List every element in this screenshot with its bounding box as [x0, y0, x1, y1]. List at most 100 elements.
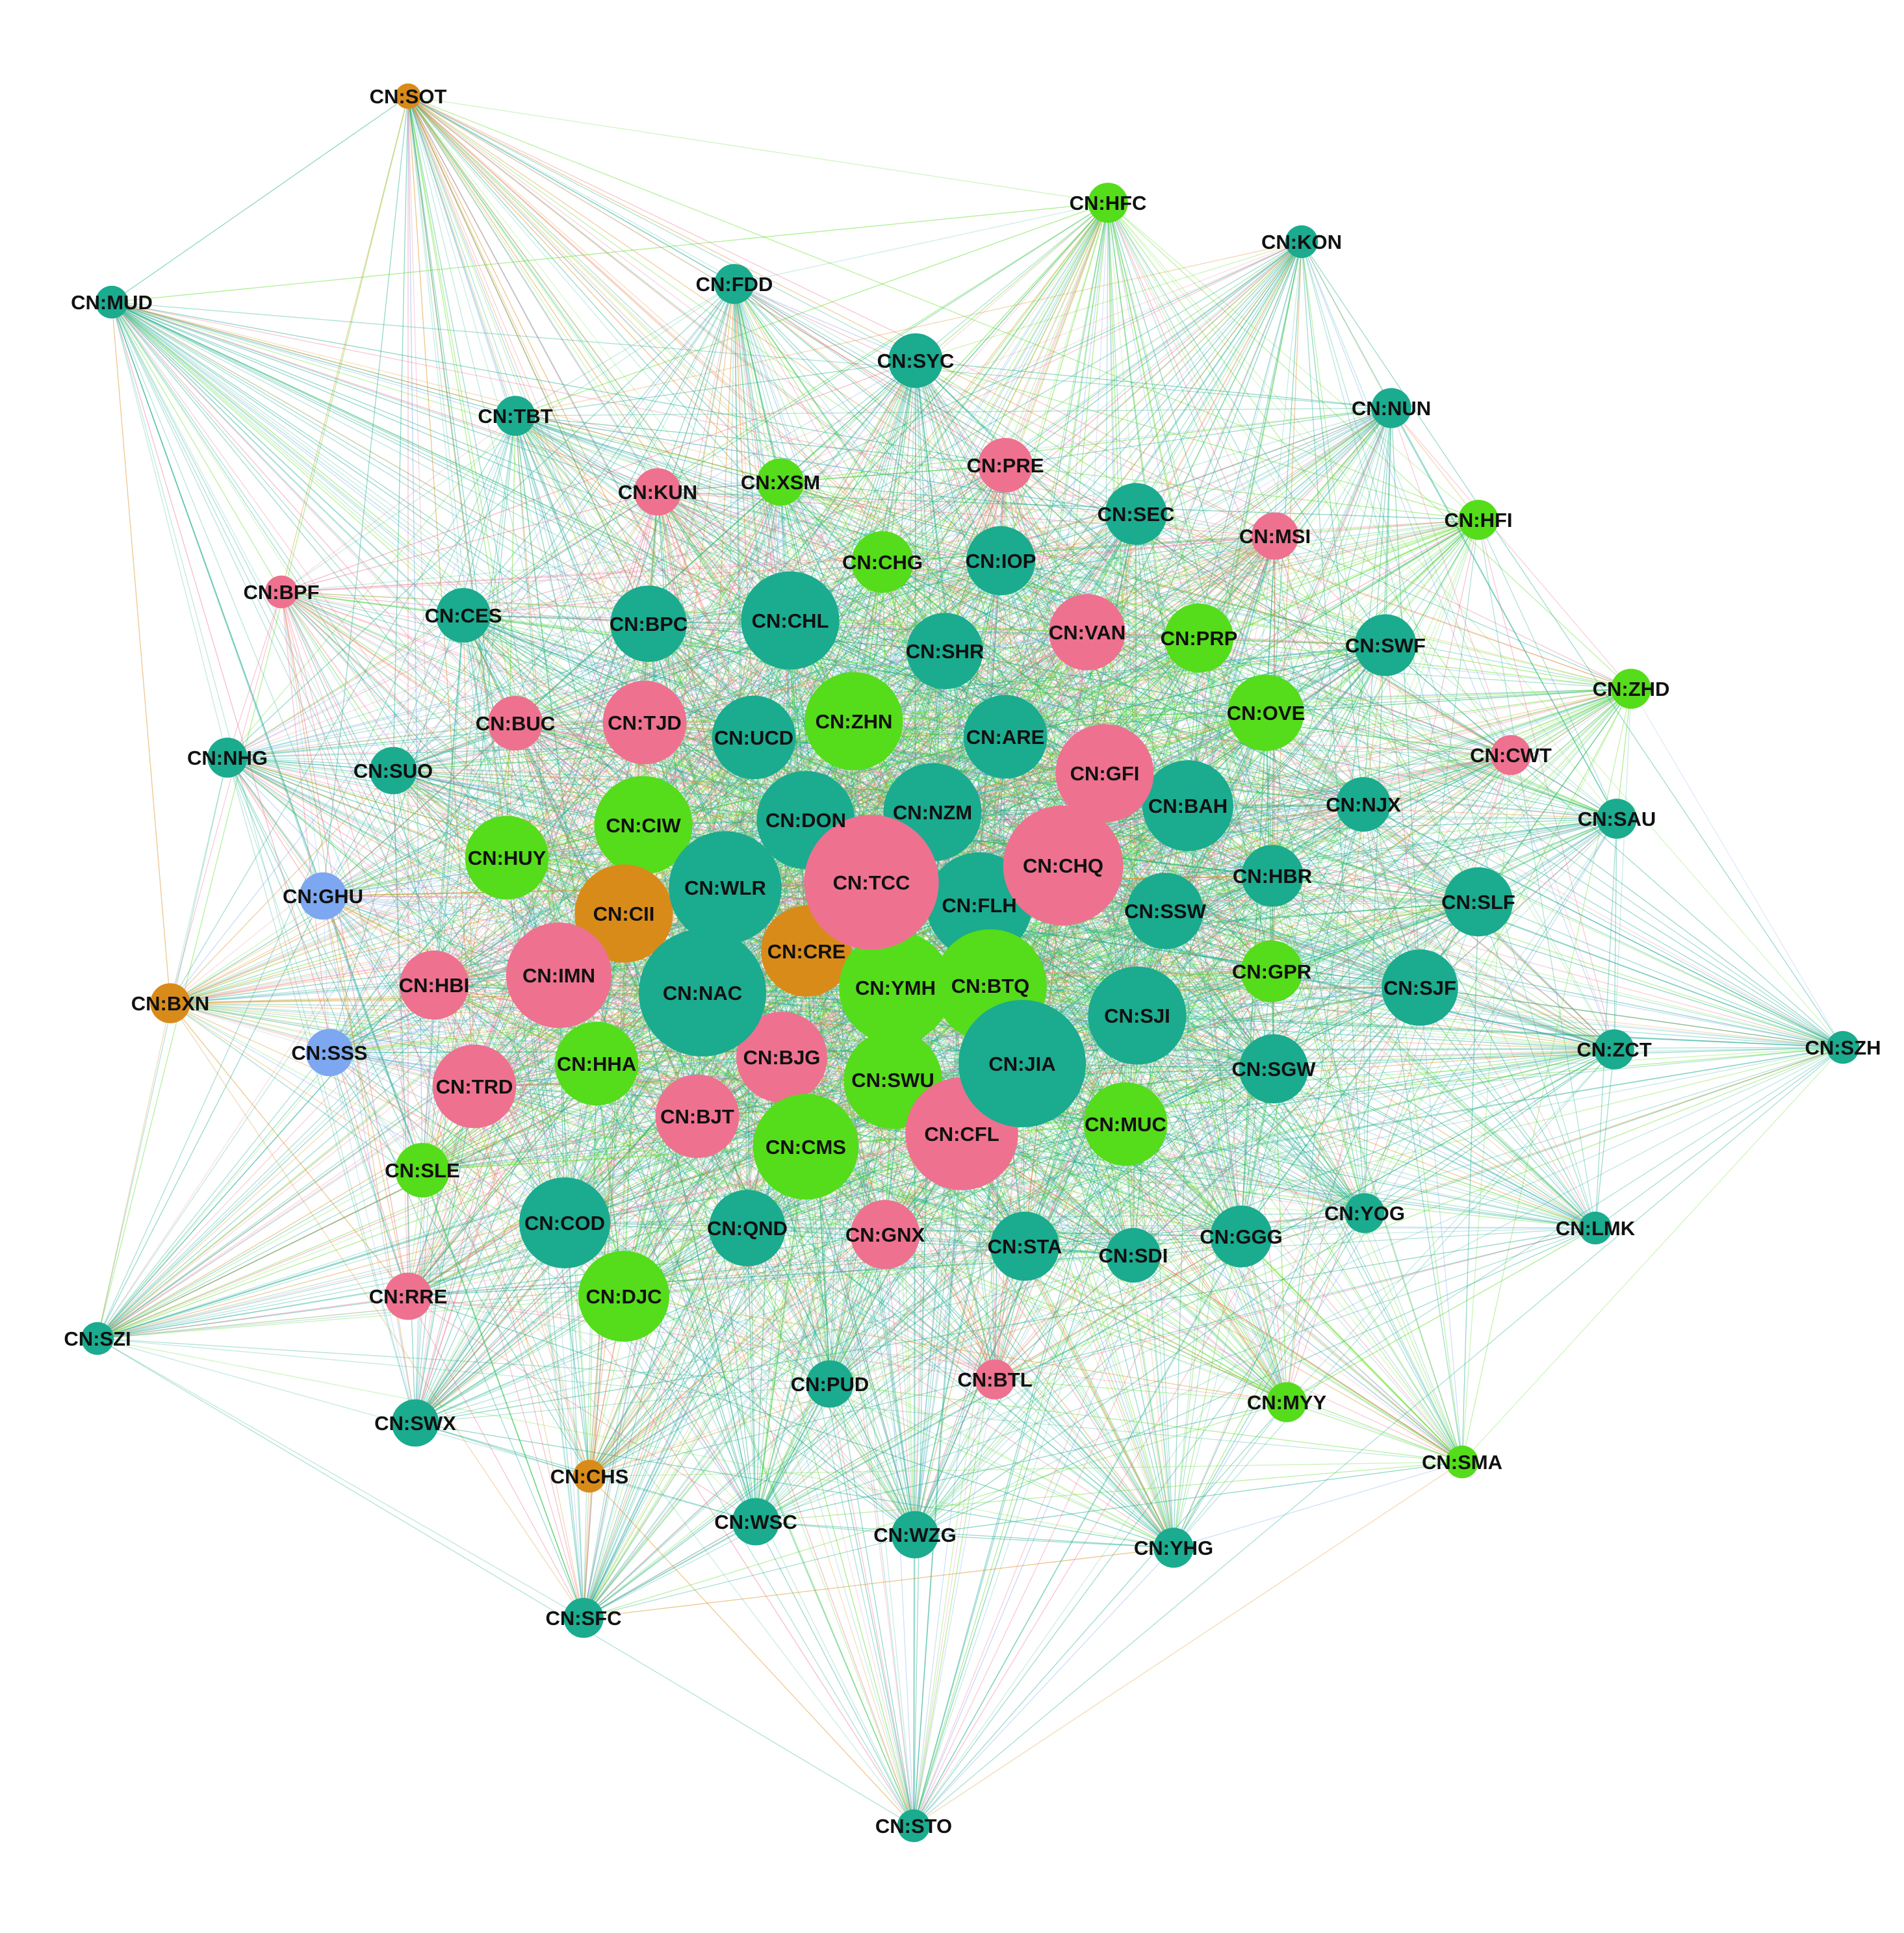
node-cn-muc[interactable] [1083, 1082, 1168, 1166]
node-cn-mud[interactable] [95, 285, 129, 319]
node-cn-huy[interactable] [465, 815, 549, 900]
node-cn-sta[interactable] [990, 1211, 1060, 1281]
node-cn-are[interactable] [963, 695, 1048, 779]
node-cn-myy[interactable] [1267, 1382, 1307, 1422]
edge [227, 757, 416, 1424]
node-cn-sss[interactable] [305, 1029, 354, 1077]
node-cn-nhg[interactable] [207, 737, 248, 778]
node-cn-sdi[interactable] [1106, 1228, 1161, 1283]
node-cn-iop[interactable] [966, 526, 1036, 596]
node-cn-sma[interactable] [1445, 1445, 1479, 1479]
node-cn-gnx[interactable] [850, 1199, 920, 1270]
node-cn-chs[interactable] [572, 1459, 606, 1493]
node-cn-ssw[interactable] [1127, 873, 1203, 949]
node-cn-swf[interactable] [1354, 614, 1417, 676]
node-cn-ucd[interactable] [712, 695, 796, 780]
node-cn-nac[interactable] [639, 929, 766, 1056]
node-cn-szi[interactable] [81, 1322, 114, 1355]
node-cn-djc[interactable] [578, 1251, 669, 1342]
node-cn-van[interactable] [1049, 594, 1126, 671]
node-cn-pre[interactable] [978, 438, 1033, 493]
node-cn-suo[interactable] [369, 747, 417, 795]
node-cn-swx[interactable] [391, 1399, 439, 1447]
node-cn-buc[interactable] [488, 696, 543, 750]
node-cn-hbi[interactable] [399, 950, 469, 1020]
node-cn-ggg[interactable] [1210, 1205, 1272, 1268]
node-cn-zhd[interactable] [1611, 669, 1651, 709]
edge [780, 481, 933, 813]
node-cn-msi[interactable] [1251, 512, 1299, 560]
node-cn-hbr[interactable] [1241, 845, 1304, 907]
node-label-cn-pre: CN:PRE [967, 454, 1044, 477]
node-cn-hha[interactable] [554, 1021, 639, 1106]
node-cn-wlr[interactable] [669, 831, 782, 944]
node-cn-tcc[interactable] [804, 815, 939, 950]
node-cn-bjg[interactable] [736, 1012, 827, 1103]
edge [913, 971, 1272, 1826]
node-cn-bpf[interactable] [264, 575, 298, 609]
node-cn-szh[interactable] [1826, 1031, 1860, 1064]
node-cn-fdd[interactable] [714, 264, 754, 304]
node-cn-cwt[interactable] [1491, 735, 1531, 775]
node-cn-imn[interactable] [506, 922, 612, 1029]
edge [1286, 1049, 1615, 1403]
node-cn-sau[interactable] [1597, 799, 1637, 839]
node-cn-sot[interactable] [395, 83, 421, 109]
node-cn-ove[interactable] [1228, 674, 1304, 751]
node-cn-yog[interactable] [1344, 1193, 1385, 1233]
node-cn-yhg[interactable] [1153, 1528, 1194, 1568]
node-cn-sto[interactable] [897, 1809, 931, 1843]
node-cn-trd[interactable] [432, 1044, 517, 1129]
node-cn-bpc[interactable] [610, 585, 687, 662]
node-cn-chg[interactable] [851, 531, 914, 593]
node-cn-ces[interactable] [436, 588, 491, 643]
node-cn-njx[interactable] [1336, 777, 1391, 832]
node-cn-zct[interactable] [1594, 1029, 1634, 1069]
node-cn-tbt[interactable] [495, 396, 535, 436]
node-cn-sjf[interactable] [1382, 949, 1458, 1026]
node-cn-sji[interactable] [1088, 966, 1187, 1065]
node-cn-sle[interactable] [395, 1143, 450, 1197]
node-cn-bxn[interactable] [150, 983, 190, 1023]
node-cn-bah[interactable] [1142, 760, 1233, 851]
node-cn-sgw[interactable] [1239, 1034, 1309, 1104]
node-cn-jia[interactable] [958, 1000, 1086, 1127]
edge [1005, 465, 1512, 756]
node-cn-cii[interactable] [574, 864, 673, 963]
node-cn-qnd[interactable] [709, 1190, 786, 1266]
node-cn-hfi[interactable] [1458, 500, 1499, 540]
node-cn-ciw[interactable] [594, 776, 693, 875]
node-cn-gpr[interactable] [1241, 940, 1303, 1003]
node-cn-prp[interactable] [1164, 603, 1234, 673]
node-cn-cms[interactable] [753, 1094, 859, 1200]
node-cn-sec[interactable] [1105, 483, 1167, 545]
node-cn-rre[interactable] [384, 1272, 432, 1320]
edge [322, 723, 516, 897]
edge [407, 96, 781, 483]
node-cn-kon[interactable] [1285, 225, 1319, 259]
node-cn-btl[interactable] [975, 1359, 1015, 1400]
node-cn-tjd[interactable] [602, 680, 687, 765]
node-cn-lmk[interactable] [1578, 1211, 1612, 1245]
node-cn-nun[interactable] [1371, 388, 1411, 428]
node-cn-ymh[interactable] [839, 931, 952, 1044]
node-cn-wzg[interactable] [891, 1511, 939, 1559]
node-cn-sfc[interactable] [563, 1598, 604, 1638]
node-cn-gfi[interactable] [1055, 724, 1154, 823]
node-cn-zhn[interactable] [804, 672, 903, 771]
node-cn-syc[interactable] [888, 333, 943, 388]
node-cn-xsm[interactable] [756, 458, 804, 506]
node-cn-ghu[interactable] [299, 872, 347, 920]
node-cn-wsc[interactable] [732, 1498, 780, 1546]
node-cn-pud[interactable] [806, 1360, 854, 1408]
edge [589, 1047, 1844, 1477]
node-cn-slf[interactable] [1443, 867, 1513, 937]
node-cn-hfc[interactable] [1088, 183, 1128, 223]
node-cn-cod[interactable] [519, 1177, 610, 1268]
node-cn-kun[interactable] [634, 468, 682, 516]
node-cn-chq[interactable] [1003, 805, 1124, 926]
node-cn-bjt[interactable] [655, 1074, 740, 1159]
node-cn-chl[interactable] [741, 571, 840, 670]
node-cn-shr[interactable] [907, 613, 983, 689]
edge [1107, 202, 1386, 646]
